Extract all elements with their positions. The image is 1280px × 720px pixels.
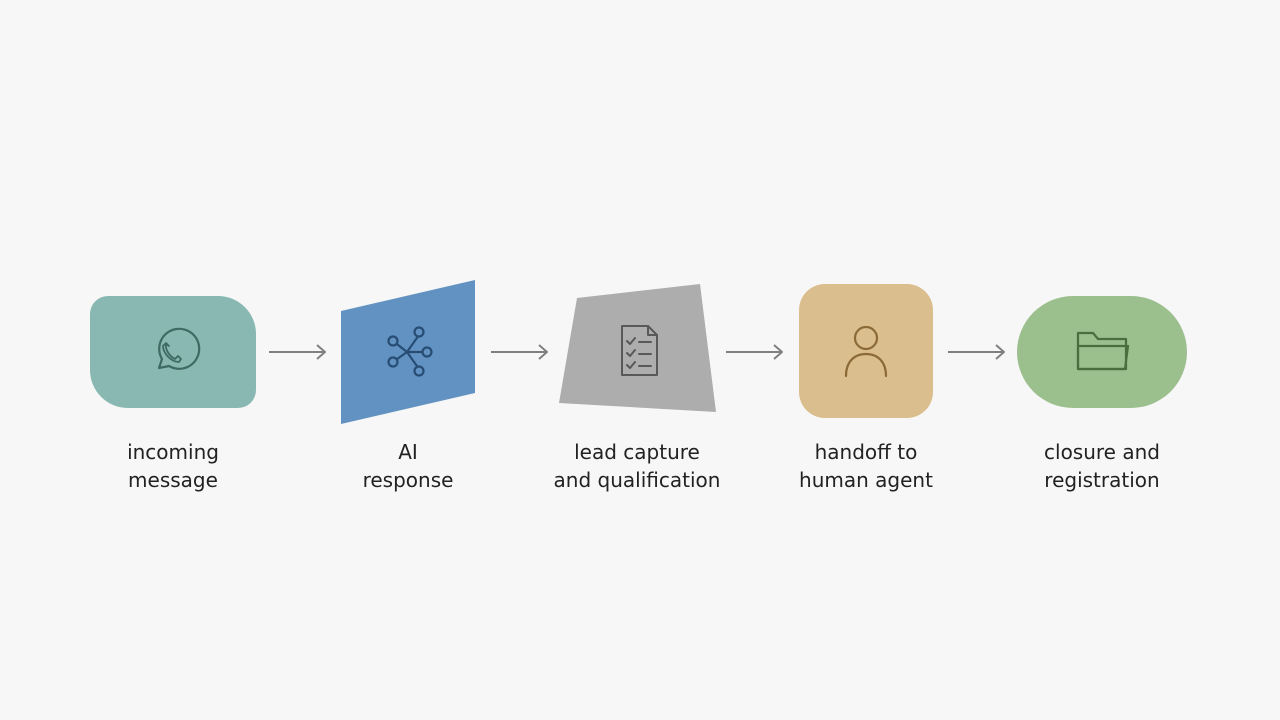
arrow-3 [726,344,783,360]
step-closure-label: closure and registration [992,438,1212,494]
step-incoming-message-shape [90,296,256,408]
whatsapp-icon [157,327,201,370]
step-ai-response-shape [341,280,476,425]
arrow-4 [948,344,1005,360]
step-lead-capture-shape [559,284,719,414]
step-5-box [1017,296,1187,408]
label-line: message [128,468,218,492]
step-handoff-label: handoff to human agent [756,438,976,494]
network-nodes-icon [387,326,433,377]
step-1-box [90,296,256,408]
step-ai-response-label: AI response [298,438,518,494]
label-line: and qualification [553,468,721,492]
arrow-2 [491,344,548,360]
folder-icon [1076,331,1130,371]
step-4-box [799,284,933,418]
label-line: incoming [127,440,219,464]
label-line: handoff to [814,440,918,464]
step-3-box [559,284,716,412]
arrow-1 [269,344,326,360]
label-line: closure and [1044,440,1160,464]
step-incoming-message-label: incoming message [63,438,283,494]
step-closure-shape [1017,296,1187,408]
label-line: human agent [799,468,933,492]
label-line: registration [1044,468,1160,492]
label-line: response [362,468,454,492]
step-handoff-shape [799,284,933,418]
step-lead-capture-label: lead capture and qualification [527,438,747,494]
label-line: AI [398,440,418,464]
checklist-document-icon [621,325,658,376]
person-icon [844,325,888,378]
label-line: lead capture [574,440,700,464]
